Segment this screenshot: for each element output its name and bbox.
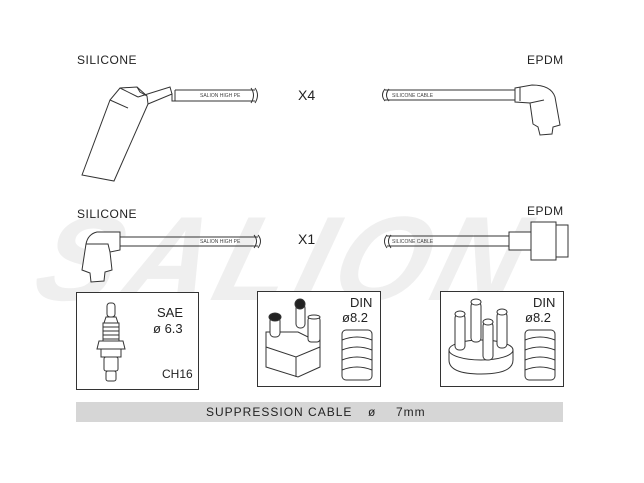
print-top-right: SILICONE CABLE <box>392 93 434 99</box>
din1-title: DIN <box>350 295 373 310</box>
mid-left-label: SILICONE <box>77 207 138 221</box>
sae-title: SAE <box>157 305 184 320</box>
suppression-cable-bar: SUPPRESSION CABLE ø 7mm <box>76 402 563 422</box>
din2-diameter: ø8.2 <box>525 310 552 325</box>
top-right-label: EPDM <box>527 53 564 67</box>
epdm-straight-mid <box>384 221 569 261</box>
epdm-boot-top <box>382 84 561 136</box>
din2-title: DIN <box>533 295 556 310</box>
din2-dia-value: 8.2 <box>532 310 552 325</box>
footer-value: 7mm <box>396 405 426 419</box>
silicone-boot-top <box>81 86 258 182</box>
sae-code: CH16 <box>162 367 193 381</box>
mid-multiplier: X1 <box>298 231 316 247</box>
print-mid-left: SALION HIGH PE <box>200 239 241 245</box>
din-coil-terminal-icon <box>265 298 373 381</box>
din-terminal-box-2: DIN ø8.2 <box>440 291 564 387</box>
print-top-left: SALION HIGH PE <box>200 93 241 99</box>
top-multiplier: X4 <box>298 87 316 103</box>
top-left-label: SILICONE <box>77 53 138 67</box>
mid-right-label: EPDM <box>527 204 564 218</box>
diameter-symbol: ø <box>368 405 377 419</box>
footer-label: SUPPRESSION CABLE <box>206 405 353 419</box>
din-terminal-box-1: DIN ø8.2 <box>257 291 381 387</box>
sae-terminal-box: SAE ø 6.3 CH16 <box>76 292 199 390</box>
silicone-boot-mid <box>81 231 261 283</box>
distributor-cap-icon <box>448 298 556 381</box>
sae-dia-value: 6.3 <box>164 321 183 336</box>
din1-dia-value: 8.2 <box>349 310 369 325</box>
din1-diameter: ø8.2 <box>342 310 369 325</box>
sae-diameter: ø 6.3 <box>153 321 183 336</box>
print-mid-right: SILICONE CABLE <box>392 239 434 245</box>
spark-plug-terminal-icon <box>96 302 126 382</box>
